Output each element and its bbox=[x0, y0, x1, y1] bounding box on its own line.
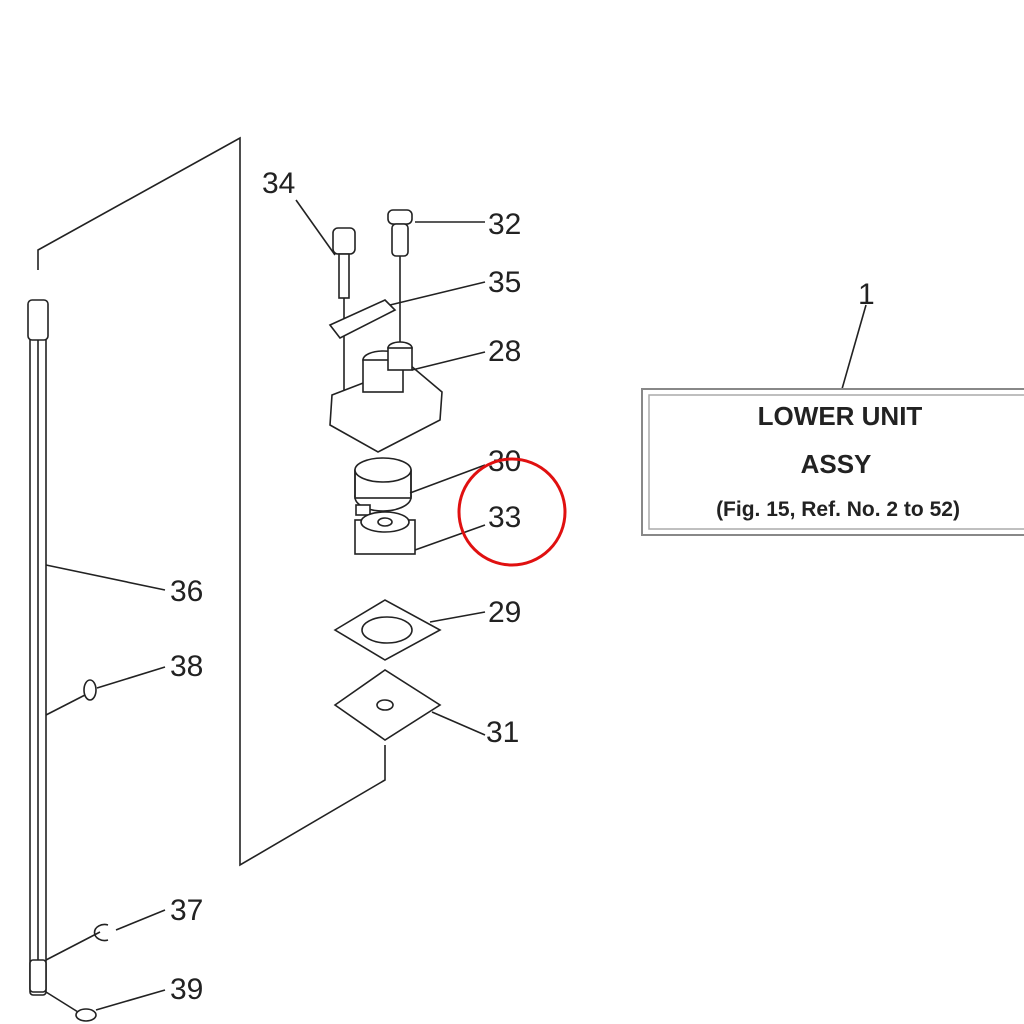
insert-cartridge bbox=[354, 457, 412, 512]
callout-29: 29 bbox=[488, 596, 521, 629]
bolt bbox=[332, 227, 356, 390]
callout-35: 35 bbox=[488, 266, 521, 299]
impeller bbox=[354, 504, 416, 555]
callout-36: 36 bbox=[170, 575, 203, 608]
reference-figure: (Fig. 15, Ref. No. 2 to 52) bbox=[716, 498, 960, 521]
callout-31: 31 bbox=[486, 716, 519, 749]
callout-28: 28 bbox=[488, 335, 521, 368]
callout-1: 1 bbox=[858, 278, 875, 311]
assembly-bracket bbox=[37, 136, 386, 867]
reference-box: LOWER UNIT ASSY (Fig. 15, Ref. No. 2 to … bbox=[641, 388, 1024, 536]
callout-38: 38 bbox=[170, 650, 203, 683]
callout-39: 39 bbox=[170, 973, 203, 1006]
callout-32: 32 bbox=[488, 208, 521, 241]
callout-33: 33 bbox=[488, 501, 521, 534]
drive-shaft bbox=[27, 299, 49, 996]
callout-34: 34 bbox=[262, 167, 295, 200]
callout-37: 37 bbox=[170, 894, 203, 927]
reference-subtitle: ASSY bbox=[801, 449, 872, 479]
outer-plate bbox=[333, 669, 442, 741]
washer bbox=[75, 1008, 97, 1022]
pump-housing bbox=[329, 341, 443, 453]
plate bbox=[328, 299, 397, 340]
pin bbox=[387, 209, 413, 345]
woodruff-key bbox=[83, 679, 97, 701]
gasket bbox=[333, 599, 442, 661]
reference-title: LOWER UNIT bbox=[758, 401, 923, 431]
leader-lines bbox=[45, 199, 867, 1013]
circlip bbox=[93, 923, 109, 942]
highlight-circle bbox=[457, 457, 567, 567]
